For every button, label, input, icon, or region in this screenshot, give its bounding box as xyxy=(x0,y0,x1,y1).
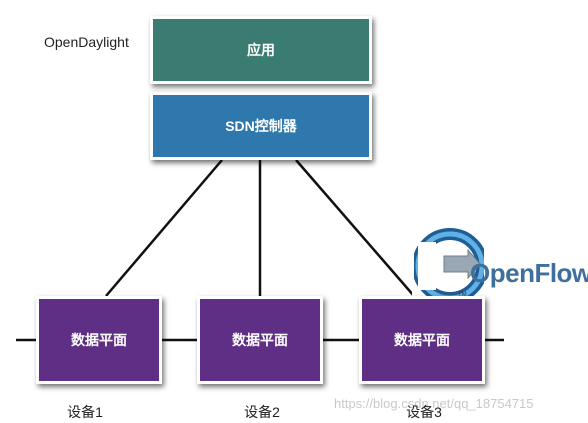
opendaylight-label: OpenDaylight xyxy=(44,34,129,50)
openflow-logo: TM xyxy=(412,208,588,314)
sdn-controller-box: SDN控制器 xyxy=(150,92,372,160)
openflow-logo-text: OpenFlow xyxy=(470,258,588,288)
openflow-logo-icon xyxy=(414,228,484,304)
application-layer-box: 应用 xyxy=(150,16,372,84)
link-controller-device1 xyxy=(105,159,223,297)
link-controller-device3 xyxy=(295,159,415,297)
watermark-text: https://blog.csdn.net/qq_18754715 xyxy=(334,396,534,411)
device-label-1: 设备1 xyxy=(67,404,103,420)
device-label-3: 设备3 xyxy=(406,404,442,420)
device-label-2: 设备2 xyxy=(244,404,280,420)
data-plane-box-3: 数据平面 xyxy=(359,296,485,384)
data-plane-box-1: 数据平面 xyxy=(36,296,162,384)
trademark-mark: TM xyxy=(458,292,467,298)
data-plane-box-2: 数据平面 xyxy=(197,296,323,384)
